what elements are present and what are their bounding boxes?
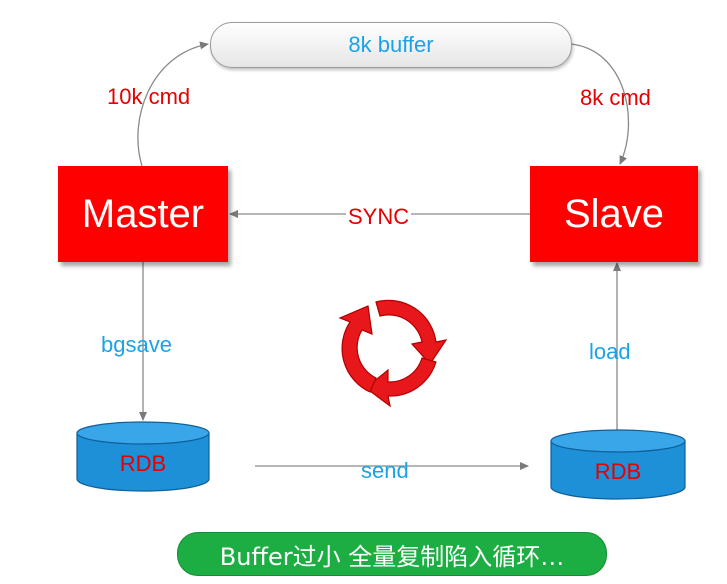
master-node: Master: [58, 166, 228, 262]
bgsave-label: bgsave: [101, 332, 172, 357]
rdb-right-database: RDB: [550, 429, 686, 501]
send-label: send: [361, 458, 409, 483]
database-cylinder-icon: [550, 429, 686, 500]
buffer-box: 8k buffer: [210, 22, 572, 68]
sync-label: SYNC: [346, 204, 412, 230]
footer-banner: Buffer过小 全量复制陷入循环…: [177, 532, 607, 576]
master-to-buffer-arrow: [137, 41, 209, 167]
rdb-right-label: RDB: [594, 459, 642, 484]
database-cylinder-icon: [76, 421, 210, 492]
slave-cmd-label: 8k cmd: [580, 85, 651, 110]
buffer-to-slave-arrow: [570, 43, 630, 165]
cycle-arrows-icon: [338, 299, 448, 408]
slave-node: Slave: [530, 166, 698, 262]
master-cmd-label: 10k cmd: [107, 84, 191, 109]
rdb-left-label: RDB: [119, 451, 167, 476]
rdb-left-database: RDB: [76, 421, 210, 493]
load-label: load: [589, 339, 631, 364]
